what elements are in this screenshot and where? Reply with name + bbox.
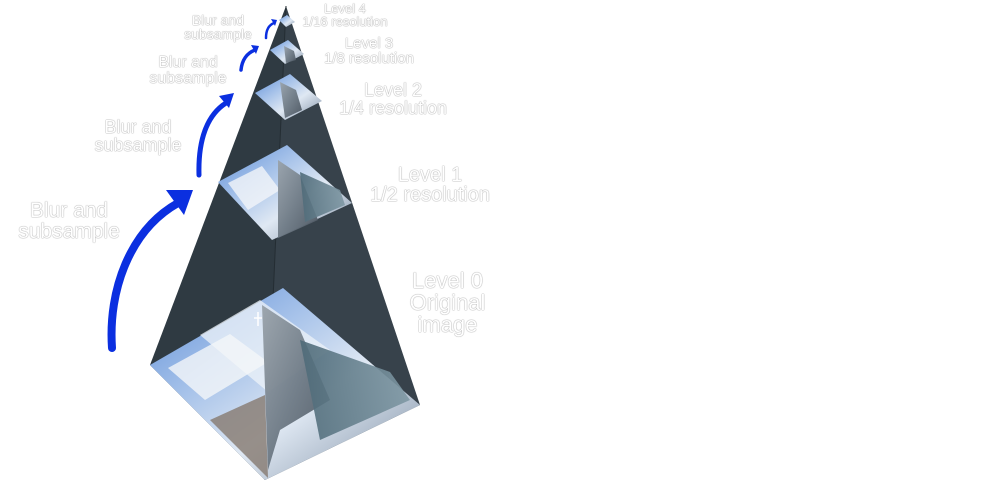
step3-line2: subsample	[149, 70, 227, 87]
step4-arrow-head	[271, 19, 277, 26]
step1-label: Blur and subsample	[4, 200, 134, 242]
step3-arrow-head	[251, 45, 259, 54]
step4-line1: Blur and	[191, 12, 245, 28]
level4-image	[279, 15, 295, 27]
step2-line2: subsample	[94, 135, 182, 155]
level2-title: Level 2	[363, 80, 423, 100]
step1-line1: Blur and	[29, 199, 109, 222]
level2-resolution: 1/4 resolution	[338, 98, 448, 118]
level0-image	[150, 288, 420, 480]
blur-subsample-arrows	[107, 19, 277, 352]
step4-arrow	[264, 21, 276, 40]
step2-label: Blur and subsample	[82, 118, 194, 154]
level1-resolution: 1/2 resolution	[369, 184, 491, 206]
level3-title: Level 3	[344, 35, 394, 52]
step1-line2: subsample	[18, 220, 120, 243]
level0-line2: Original	[409, 290, 486, 315]
step2-arrow-head	[219, 93, 234, 108]
level4-resolution: 1/16 resolution	[302, 14, 388, 29]
level3-label: Level 3 1/8 resolution	[309, 36, 429, 66]
step3-label: Blur and subsample	[135, 55, 241, 87]
step4-label: Blur and subsample	[168, 13, 268, 41]
level2-image	[255, 74, 322, 120]
level4-title: Level 4	[324, 1, 366, 16]
level1-image	[218, 145, 352, 240]
step3-line1: Blur and	[158, 54, 218, 71]
level2-label: Level 2 1/4 resolution	[328, 81, 458, 117]
step2-line1: Blur and	[104, 117, 172, 137]
level1-title: Level 1	[397, 164, 463, 186]
level3-resolution: 1/8 resolution	[323, 50, 415, 67]
level0-label: Level 0 Original image	[395, 270, 500, 336]
level3-image	[270, 40, 304, 64]
step2-arrow	[196, 100, 229, 178]
level0-title: Level 0	[412, 268, 483, 293]
level0-line3: image	[417, 312, 478, 337]
level1-label: Level 1 1/2 resolution	[355, 165, 505, 205]
step4-line2: subsample	[184, 26, 252, 42]
step1-arrow-head	[166, 190, 193, 215]
step1-arrow	[107, 199, 182, 352]
step3-arrow	[239, 48, 257, 72]
level4-label: Level 4 1/16 resolution	[293, 2, 397, 28]
